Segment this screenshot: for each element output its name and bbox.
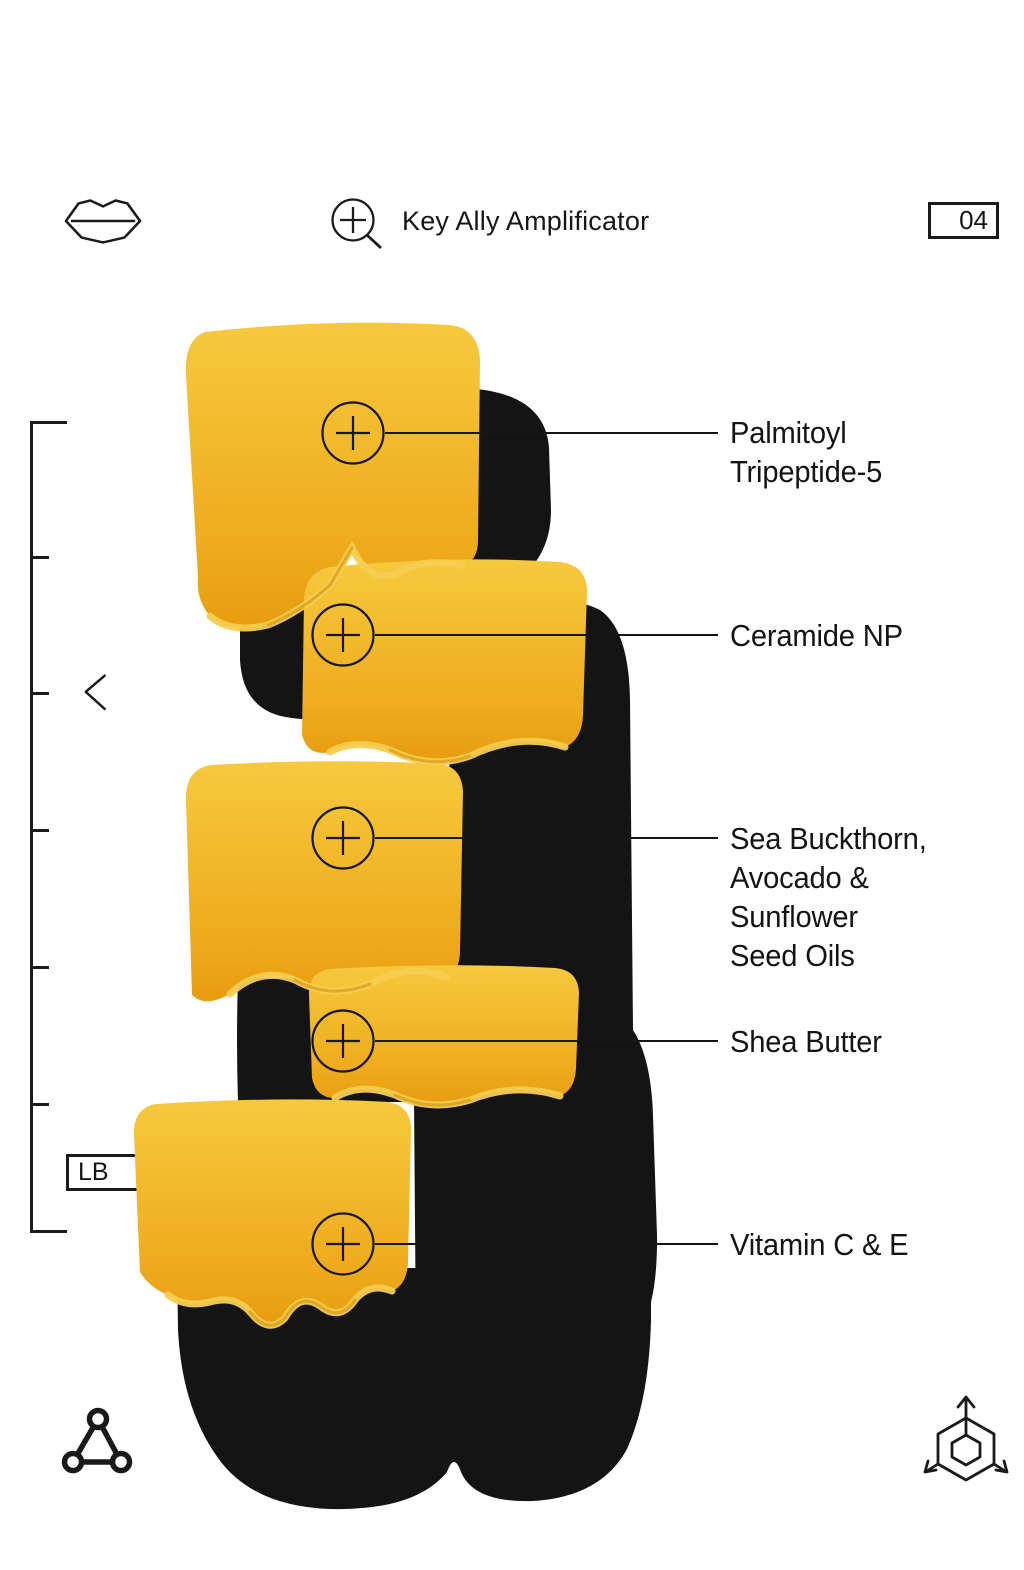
ruler-tick xyxy=(30,1230,67,1233)
plus-marker-1[interactable] xyxy=(321,401,385,465)
plus-marker-5[interactable] xyxy=(311,1212,375,1276)
product-slice-3 xyxy=(185,761,463,1002)
callout-label: Vitamin C & E xyxy=(730,1227,909,1262)
callout-label: Shea Butter xyxy=(730,1024,882,1059)
plus-in-circle-icon xyxy=(311,806,375,870)
product-slices xyxy=(133,322,587,1326)
product-slice-4 xyxy=(308,965,579,1105)
chevron-left-icon[interactable] xyxy=(80,670,112,718)
magnifier-plus-icon xyxy=(331,198,382,250)
product-slice-5 xyxy=(133,1099,412,1326)
plus-in-circle-icon xyxy=(311,1009,375,1073)
plus-marker-2[interactable] xyxy=(311,603,375,667)
product-slice-1 xyxy=(185,322,480,628)
ruler-tick xyxy=(30,556,49,559)
plus-in-circle-icon xyxy=(321,401,385,465)
lips-icon xyxy=(64,199,142,244)
ruler-line xyxy=(30,421,33,1233)
callout-line xyxy=(385,432,718,434)
torn-edge-shading xyxy=(248,546,472,1327)
callout-line xyxy=(375,1040,718,1042)
ruler-tick xyxy=(30,421,67,424)
ruler-tick xyxy=(30,829,49,832)
callout-line xyxy=(375,1243,718,1245)
callout-label: Sea Buckthorn, Avocado & Sunflower Seed … xyxy=(730,821,927,973)
plus-in-circle-icon xyxy=(311,603,375,667)
callout-label: Ceramide NP xyxy=(730,618,903,653)
plus-in-circle-icon xyxy=(311,1212,375,1276)
plus-marker-4[interactable] xyxy=(311,1009,375,1073)
ruler-tick xyxy=(30,692,49,695)
callout-label: Palmitoyl Tripeptide-5 xyxy=(730,415,883,489)
cube-axes-icon xyxy=(923,1395,1009,1482)
page-title: Key Ally Amplificator xyxy=(402,206,650,236)
product-slice-2 xyxy=(302,559,587,762)
ruler-tick xyxy=(30,1103,49,1106)
callout-line xyxy=(375,634,718,636)
plus-marker-3[interactable] xyxy=(311,806,375,870)
molecule-triangle-icon xyxy=(61,1407,133,1474)
page-number-box: 04 xyxy=(928,202,999,239)
ruler-tick xyxy=(30,966,49,969)
unit-label-box: LB xyxy=(66,1154,140,1191)
callout-line xyxy=(375,837,718,839)
